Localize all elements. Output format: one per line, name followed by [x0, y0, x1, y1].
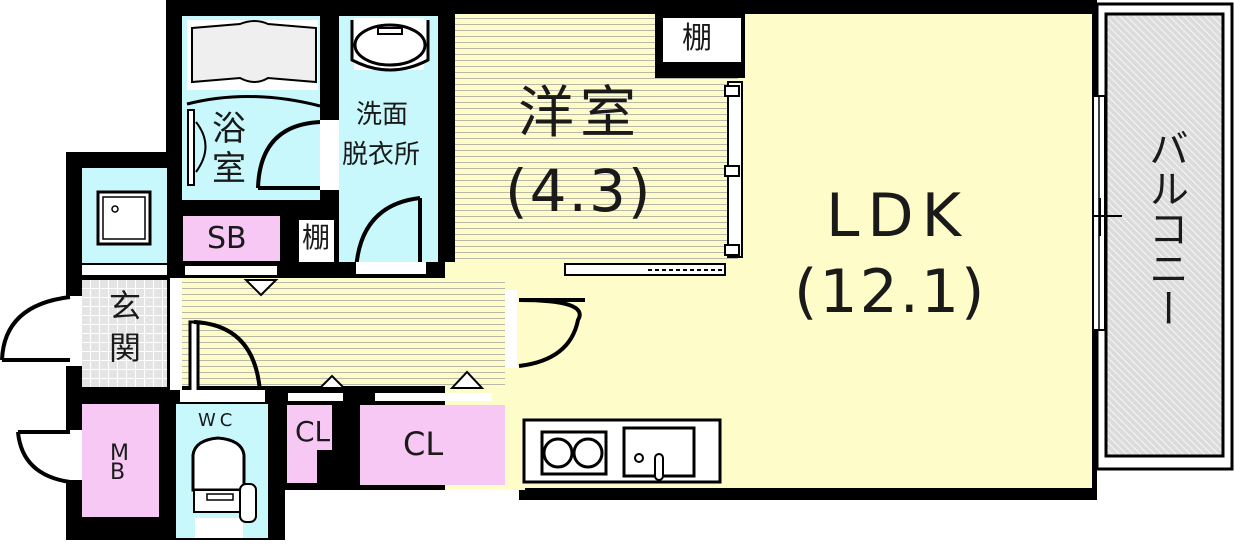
entrance-label-2: 関 [109, 329, 142, 367]
ldk-label: LDK [826, 181, 969, 251]
kitchen-counter [522, 418, 722, 484]
balcony-label: バルコニー [1142, 128, 1188, 328]
closet-small-label: CL [295, 415, 331, 448]
bathroom-label-1: 浴 [212, 109, 246, 149]
toilet-label: WC [198, 410, 237, 431]
closets [287, 393, 505, 488]
entrance-label-1: 玄 [109, 287, 142, 325]
shelf-small-label: 棚 [302, 221, 331, 254]
hallway [180, 278, 585, 402]
washroom-label-2: 脱衣所 [342, 140, 421, 170]
washing-machine-area [82, 168, 167, 275]
western-room [455, 14, 745, 276]
western-room-size: (4.3) [505, 157, 653, 225]
ldk-size: (12.1) [794, 257, 987, 327]
bathroom [182, 16, 321, 200]
shoe-box-label: SB [207, 221, 247, 256]
washroom [320, 16, 438, 274]
meter-box-label-1: M [110, 441, 129, 466]
closet-large-label: CL [403, 425, 444, 463]
shelf-western-label: 棚 [682, 21, 712, 56]
shoe-box [183, 216, 334, 275]
meter-box [16, 404, 159, 517]
balcony [1076, 2, 1234, 471]
washroom-label-1: 洗面 [356, 100, 409, 130]
bathroom-label-2: 室 [212, 149, 246, 189]
shelf-western [663, 18, 741, 62]
toilet-room [176, 404, 268, 538]
western-room-label: 洋室 [518, 81, 642, 146]
meter-box-label-2: B [110, 460, 126, 485]
entrance [0, 278, 182, 390]
